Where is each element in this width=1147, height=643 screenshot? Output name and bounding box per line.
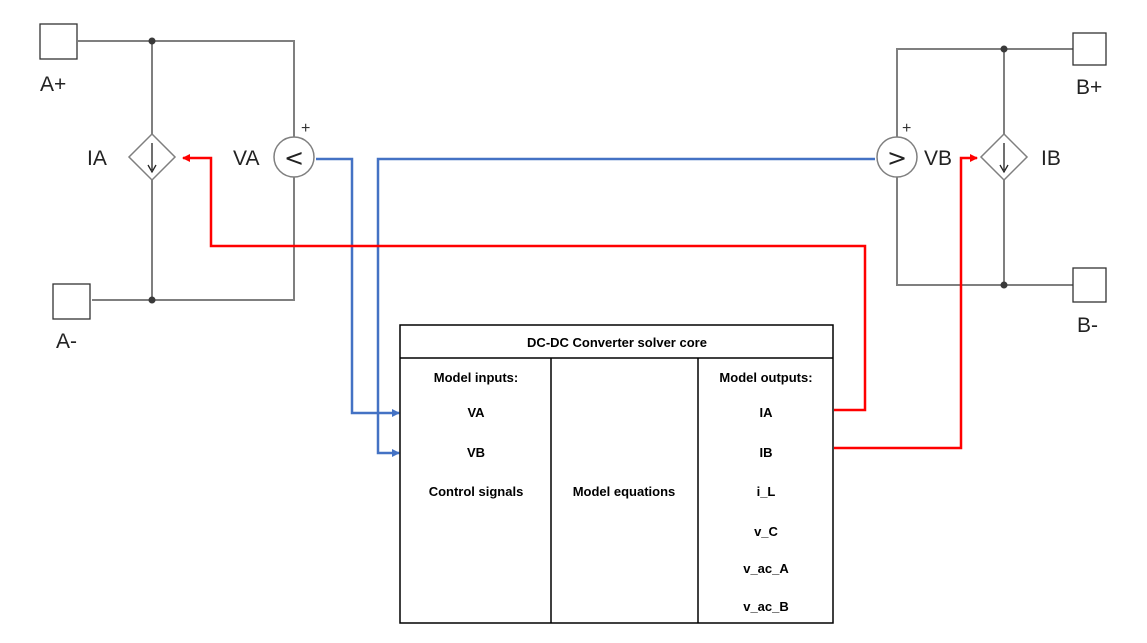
output-item: IB (760, 445, 773, 460)
output-item: v_C (754, 524, 778, 539)
vb-plus-sign: + (902, 120, 911, 137)
current-source-ia[interactable] (127, 132, 177, 182)
node-b-top (1000, 45, 1008, 53)
wire-b-bottom (896, 177, 1073, 286)
terminal-a-minus-label: A- (56, 330, 77, 353)
input-item: VB (467, 445, 485, 460)
signal-ia-to-source (182, 154, 867, 412)
terminal-b-plus[interactable] (1072, 32, 1107, 66)
signal-vb-to-block (376, 157, 875, 457)
terminal-a-plus-label: A+ (40, 73, 66, 96)
terminal-b-plus-label: B+ (1076, 76, 1102, 99)
side-a-circuit: A+ A- IA < + VA (39, 23, 315, 353)
va-plus-sign: + (301, 120, 310, 137)
current-source-ib[interactable] (979, 132, 1029, 182)
vb-sensor-label: VB (924, 147, 952, 170)
ia-source-label: IA (87, 147, 107, 170)
va-sensor-label: VA (233, 147, 259, 170)
outputs-header: Model outputs: (719, 370, 812, 385)
signal-connections (182, 154, 978, 457)
model-equations-label: Model equations (573, 484, 676, 499)
input-item: VA (467, 405, 485, 420)
side-b-circuit: B+ B- > + VB IB (876, 32, 1107, 337)
terminal-b-minus[interactable] (1072, 267, 1107, 303)
input-item: Control signals (429, 484, 524, 499)
va-symbol: < (284, 144, 304, 172)
output-item: IA (760, 405, 774, 420)
vb-symbol: > (887, 144, 907, 172)
terminal-a-minus[interactable] (52, 283, 91, 320)
output-item: i_L (757, 484, 776, 499)
ib-source-label: IB (1041, 147, 1061, 170)
wire-b-top (896, 48, 1073, 137)
output-item: v_ac_A (743, 561, 789, 576)
block-title: DC-DC Converter solver core (527, 335, 707, 350)
node-b-bottom (1000, 281, 1008, 289)
signal-va-to-block (316, 157, 400, 417)
voltage-sensor-vb[interactable]: > (876, 136, 918, 178)
signal-ib-to-source (834, 154, 978, 450)
node-a-bottom (148, 296, 156, 304)
terminal-a-plus[interactable] (39, 23, 78, 60)
voltage-sensor-va[interactable]: < (273, 136, 315, 178)
block-frame (399, 324, 834, 624)
solver-core-block[interactable]: DC-DC Converter solver core Model inputs… (399, 324, 834, 624)
wire-a-bottom (92, 177, 295, 301)
output-item: v_ac_B (743, 599, 789, 614)
voltage-sensor-icon (876, 136, 918, 178)
terminal-b-minus-label: B- (1077, 314, 1098, 337)
node-a-top (148, 37, 156, 45)
wire-a-top (78, 40, 295, 137)
voltage-sensor-icon (273, 136, 315, 178)
inputs-header: Model inputs: (434, 370, 519, 385)
